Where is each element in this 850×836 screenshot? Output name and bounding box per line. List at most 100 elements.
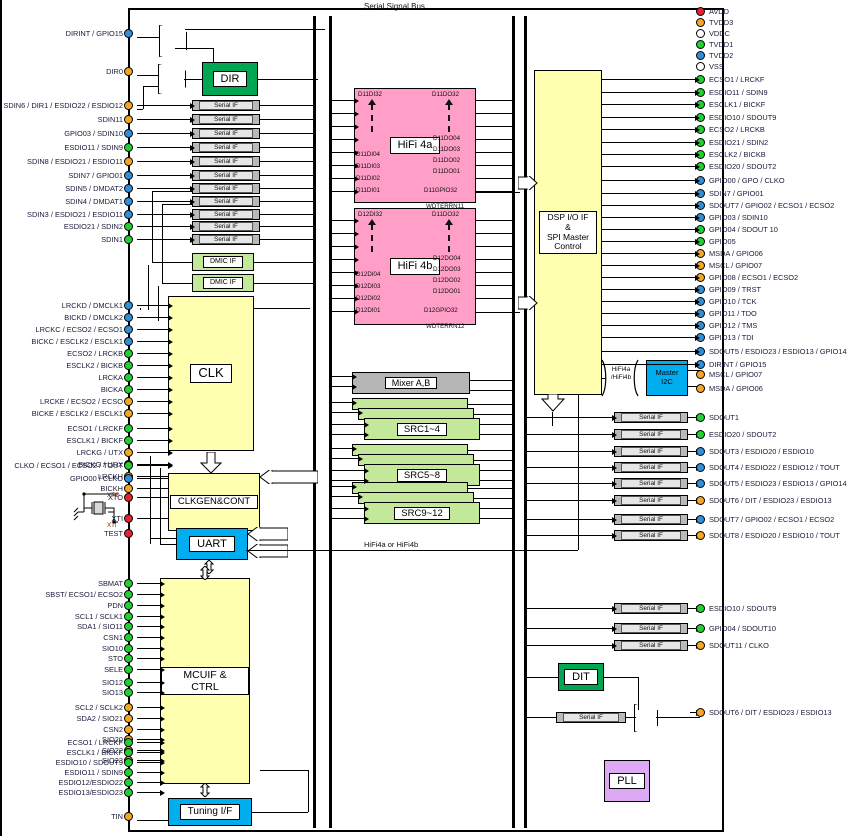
clk-block[interactable]: CLK <box>168 296 254 451</box>
serial-if-out-4[interactable]: Serial IF <box>614 477 688 489</box>
serial-if-out-3[interactable]: Serial IF <box>614 461 688 473</box>
pin-clk-3[interactable] <box>123 337 133 346</box>
pin-mcu-8[interactable] <box>123 665 133 674</box>
pin-serial-5[interactable] <box>123 143 133 152</box>
pin-serial-4[interactable] <box>123 129 133 138</box>
dmic-if-2[interactable]: DMIC IF <box>192 274 254 292</box>
serial-if-out-2[interactable]: Serial IF <box>614 445 688 457</box>
src1-block[interactable]: SRC1~4 <box>364 418 480 440</box>
pin-clk-2[interactable] <box>123 325 133 334</box>
serial-if-in-0[interactable]: Serial IF <box>192 99 260 111</box>
pin-serial-7[interactable] <box>123 171 133 180</box>
pin-mcu-0[interactable] <box>123 579 133 588</box>
serial-if-out-5[interactable]: Serial IF <box>614 494 688 506</box>
pin-power-3[interactable] <box>695 40 705 49</box>
pin-mcu-10[interactable] <box>123 688 133 697</box>
pin-sdout-0[interactable] <box>695 413 705 422</box>
pin-bottom-0[interactable] <box>695 604 705 613</box>
serial-if-in-10[interactable]: Serial IF <box>192 233 260 245</box>
pin-mcu-21[interactable] <box>123 778 133 787</box>
pin-mcu-11[interactable] <box>123 703 133 712</box>
pin-clk-7[interactable] <box>123 385 133 394</box>
pin-mcu-3[interactable] <box>123 612 133 621</box>
pin-sdout-7[interactable] <box>695 531 705 540</box>
pin-clk-11[interactable] <box>123 436 133 445</box>
pin-serial-8[interactable] <box>123 184 133 193</box>
pin-clk-12[interactable] <box>123 448 133 457</box>
serial-if-bottom-2[interactable]: Serial IF <box>614 639 688 651</box>
pin-sdout-4[interactable] <box>695 479 705 488</box>
dir-block[interactable]: DIR <box>202 62 258 96</box>
serial-if-in-3[interactable]: Serial IF <box>192 141 260 153</box>
serial-if-out-7[interactable]: Serial IF <box>614 529 688 541</box>
pin-serial-12[interactable] <box>123 235 133 244</box>
pin-i2c-1[interactable] <box>695 384 705 393</box>
src3-block[interactable]: SRC9~12 <box>364 502 480 524</box>
pin-mcu-23[interactable] <box>123 812 133 821</box>
pin-mcu-20[interactable] <box>123 768 133 777</box>
pin-bottom-1[interactable] <box>695 624 705 633</box>
pin-clk-1[interactable] <box>123 313 133 322</box>
pin-mcu-1[interactable] <box>123 590 133 599</box>
serial-if-out-0[interactable]: Serial IF <box>614 411 688 423</box>
hifi4a-block[interactable]: HiFi 4a <box>354 88 476 203</box>
pin-clk-9[interactable] <box>123 409 133 418</box>
hifi4b-block[interactable]: HiFi 4b <box>354 208 476 325</box>
pin-serial-1[interactable] <box>123 67 133 76</box>
pin-power-0[interactable] <box>695 7 705 16</box>
serial-if-in-1[interactable]: Serial IF <box>192 113 260 125</box>
pin-sdout-3[interactable] <box>695 463 705 472</box>
pin-clkgen-0[interactable] <box>123 461 133 470</box>
serial-if-in-9[interactable]: Serial IF <box>192 220 260 232</box>
pin-serial-11[interactable] <box>123 222 133 231</box>
serial-if-out-1[interactable]: Serial IF <box>614 428 688 440</box>
pin-clk-5[interactable] <box>123 361 133 370</box>
serial-if-in-4[interactable]: Serial IF <box>192 155 260 167</box>
pin-i2c-0[interactable] <box>695 370 705 379</box>
pin-mcu-12[interactable] <box>123 714 133 723</box>
pin-mcu-19[interactable] <box>123 758 133 767</box>
serial-if-in-8[interactable]: Serial IF <box>192 208 260 220</box>
clkgen-block[interactable]: CLKGEN&CONT <box>168 473 260 531</box>
pin-mcu-22[interactable] <box>123 788 133 797</box>
pin-power-1[interactable] <box>695 18 705 27</box>
serial-if-dit[interactable]: Serial IF <box>556 712 626 723</box>
pin-clk-10[interactable] <box>123 424 133 433</box>
pin-clk-8[interactable] <box>123 397 133 406</box>
serial-if-bottom-0[interactable]: Serial IF <box>614 602 688 614</box>
pin-mcu-5[interactable] <box>123 633 133 642</box>
serial-if-bottom-1[interactable]: Serial IF <box>614 622 688 634</box>
pin-clkgen-2[interactable] <box>123 493 133 502</box>
pin-sdout-5[interactable] <box>695 496 705 505</box>
pin-sdout-1[interactable] <box>695 430 705 439</box>
pin-serial-0[interactable] <box>123 29 133 38</box>
pin-serial-6[interactable] <box>123 157 133 166</box>
pin-power-2[interactable] <box>695 29 705 38</box>
mcuif-block[interactable]: MCUIF & CTRL <box>160 578 250 784</box>
pin-bottom-3[interactable] <box>695 708 705 717</box>
pin-serial-2[interactable] <box>123 101 133 110</box>
pin-clkgen-1[interactable] <box>123 474 133 483</box>
tuning-if-block[interactable]: Tuning I/F <box>168 798 252 826</box>
dsp-io-block[interactable]: DSP I/O IF & SPI Master Control <box>534 70 602 395</box>
dmic-if-1[interactable]: DMIC IF <box>192 253 254 271</box>
master-i2c-block[interactable]: Master I2C <box>646 360 688 396</box>
pin-serial-3[interactable] <box>123 115 133 124</box>
pin-clk-0[interactable] <box>123 301 133 310</box>
pin-clk-4[interactable] <box>123 349 133 358</box>
pin-clkgen-3[interactable] <box>123 514 133 523</box>
mixer-block[interactable]: Mixer A,B <box>352 372 470 394</box>
pll-block[interactable]: PLL <box>604 760 650 802</box>
pin-mcu-4[interactable] <box>123 622 133 631</box>
pin-clk-6[interactable] <box>123 373 133 382</box>
serial-if-in-6[interactable]: Serial IF <box>192 182 260 194</box>
pin-mcu-9[interactable] <box>123 678 133 687</box>
pin-clkgen-4[interactable] <box>123 529 133 538</box>
pin-serial-10[interactable] <box>123 210 133 219</box>
pin-mcu-2[interactable] <box>123 601 133 610</box>
pin-mcu-18[interactable] <box>123 748 133 757</box>
pin-sdout-6[interactable] <box>695 515 705 524</box>
serial-if-out-6[interactable]: Serial IF <box>614 513 688 525</box>
pin-clk-15[interactable] <box>123 484 133 493</box>
pin-mcu-13[interactable] <box>123 725 133 734</box>
